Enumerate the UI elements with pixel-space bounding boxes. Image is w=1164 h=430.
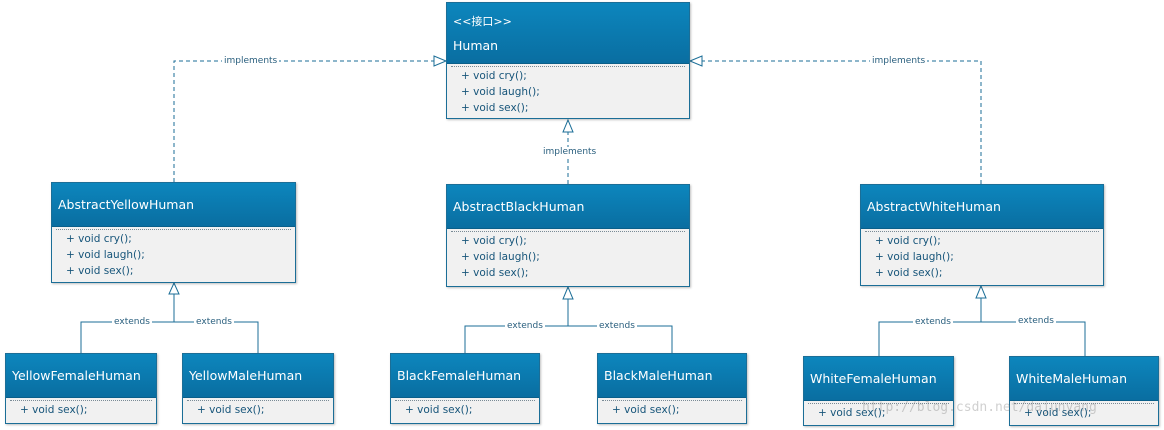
method-laugh: + void laugh(); (875, 251, 954, 263)
class-header: BlackFemaleHuman (391, 354, 539, 398)
extends-arrowhead-white (975, 284, 987, 299)
method-sex: + void sex(); (461, 267, 529, 279)
class-name: WhiteMaleHuman (1016, 371, 1128, 386)
class-name: BlackMaleHuman (604, 368, 713, 383)
separator (865, 231, 1099, 232)
class-header: AbstractWhiteHuman (861, 185, 1103, 229)
stereotype-label: <<接口>> (453, 15, 512, 28)
method-sex: + void sex(); (405, 404, 473, 416)
method-list: + void sex(); (6, 398, 156, 418)
class-name: WhiteFemaleHuman (810, 371, 937, 386)
method-sex: + void sex(); (875, 267, 943, 279)
class-name: YellowMaleHuman (189, 368, 303, 383)
class-name: AbstractYellowHuman (58, 197, 195, 212)
method-sex: + void sex(); (1024, 407, 1092, 419)
class-name: AbstractWhiteHuman (867, 199, 1001, 214)
implements-label-white: implements (870, 56, 928, 66)
class-header: BlackMaleHuman (598, 354, 746, 398)
method-list: + void sex(); (183, 398, 333, 418)
method-sex: + void sex(); (818, 407, 886, 419)
implements-label-black: implements (541, 147, 599, 157)
extends-label-black-male: extends (597, 321, 637, 331)
method-list: + void sex(); (1010, 401, 1158, 421)
method-sex: + void sex(); (197, 404, 265, 416)
implements-line-yellow (173, 60, 446, 182)
separator (451, 66, 685, 67)
implements-arrowhead-black (562, 118, 574, 133)
extends-line-white-male (981, 321, 1086, 356)
class-header: WhiteMaleHuman (1010, 357, 1158, 401)
implements-arrowhead-white (688, 55, 703, 67)
class-box-abstract-black-human[interactable]: AbstractBlackHuman + void cry(); + void … (446, 184, 690, 287)
class-box-abstract-yellow-human[interactable]: AbstractYellowHuman + void cry(); + void… (51, 182, 296, 283)
extends-label-yellow-male: extends (194, 317, 234, 327)
class-header: YellowFemaleHuman (6, 354, 156, 398)
class-header: <<接口>> Human (447, 3, 689, 64)
class-box-yellow-male-human[interactable]: YellowMaleHuman + void sex(); (182, 353, 334, 424)
extends-arrowhead-black (562, 285, 574, 300)
method-list: + void sex(); (804, 401, 953, 421)
method-cry: + void cry(); (875, 235, 941, 247)
method-list: + void sex(); (391, 398, 539, 418)
class-header: AbstractBlackHuman (447, 185, 689, 229)
method-cry: + void cry(); (66, 233, 132, 245)
method-sex: + void sex(); (66, 265, 134, 277)
method-laugh: + void laugh(); (461, 86, 540, 98)
class-box-black-male-human[interactable]: BlackMaleHuman + void sex(); (597, 353, 747, 424)
class-box-black-female-human[interactable]: BlackFemaleHuman + void sex(); (390, 353, 540, 424)
separator (808, 403, 949, 404)
class-box-abstract-white-human[interactable]: AbstractWhiteHuman + void cry(); + void … (860, 184, 1104, 286)
separator (10, 400, 152, 401)
watermark: http://blog.csdn.net/dajunyang (862, 400, 1097, 415)
method-sex: + void sex(); (461, 102, 529, 114)
class-box-yellow-female-human[interactable]: YellowFemaleHuman + void sex(); (5, 353, 157, 424)
separator (602, 400, 742, 401)
class-header: AbstractYellowHuman (52, 183, 295, 227)
extends-line-white-female (878, 298, 982, 356)
separator (395, 400, 535, 401)
method-laugh: + void laugh(); (66, 249, 145, 261)
implements-line-white (690, 60, 982, 184)
implements-label-yellow: implements (222, 56, 280, 66)
method-cry: + void cry(); (461, 235, 527, 247)
class-name: BlackFemaleHuman (397, 368, 522, 383)
class-box-human[interactable]: <<接口>> Human + void cry(); + void laugh(… (446, 2, 690, 119)
implements-arrowhead-yellow (433, 55, 448, 67)
method-list: + void cry(); + void laugh(); + void sex… (861, 229, 1103, 281)
method-cry: + void cry(); (461, 70, 527, 82)
extends-label-yellow-female: extends (112, 317, 152, 327)
method-sex: + void sex(); (20, 404, 88, 416)
separator (187, 400, 329, 401)
class-header: WhiteFemaleHuman (804, 357, 953, 401)
method-list: + void sex(); (598, 398, 746, 418)
method-sex: + void sex(); (612, 404, 680, 416)
extends-label-white-male: extends (1016, 316, 1056, 326)
separator (451, 231, 685, 232)
class-name: Human (453, 38, 499, 53)
method-laugh: + void laugh(); (461, 251, 540, 263)
extends-label-black-female: extends (505, 321, 545, 331)
extends-arrowhead-yellow (168, 281, 180, 295)
class-name: YellowFemaleHuman (12, 368, 141, 383)
extends-label-white-female: extends (913, 317, 953, 327)
class-box-white-male-human[interactable]: WhiteMaleHuman + void sex(); (1009, 356, 1159, 426)
class-box-white-female-human[interactable]: WhiteFemaleHuman + void sex(); (803, 356, 954, 426)
class-header: YellowMaleHuman (183, 354, 333, 398)
method-list: + void cry(); + void laugh(); + void sex… (447, 64, 689, 116)
class-name: AbstractBlackHuman (453, 199, 585, 214)
separator (1014, 403, 1154, 404)
separator (56, 229, 291, 230)
method-list: + void cry(); + void laugh(); + void sex… (52, 227, 295, 279)
method-list: + void cry(); + void laugh(); + void sex… (447, 229, 689, 281)
